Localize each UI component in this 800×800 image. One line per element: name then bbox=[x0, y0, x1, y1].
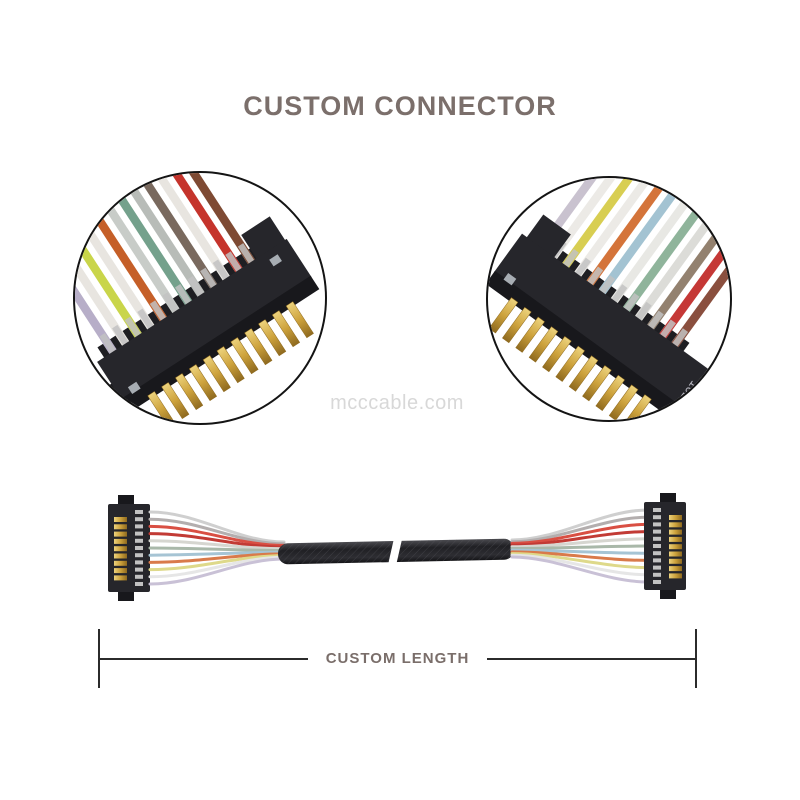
gold-pins bbox=[488, 297, 652, 420]
gold-pins bbox=[114, 517, 127, 581]
measure-label: CUSTOM LENGTH bbox=[325, 650, 470, 667]
page-title: CUSTOM CONNECTOR bbox=[243, 91, 557, 121]
connector-closeup-right-svg: 10B bbox=[488, 178, 730, 420]
screw-reflection bbox=[269, 254, 282, 267]
connector-rail bbox=[488, 270, 683, 420]
gold-pins bbox=[669, 515, 682, 579]
wire-crimps bbox=[135, 510, 143, 586]
measure-line-left bbox=[100, 657, 308, 660]
cable-photo bbox=[88, 478, 708, 608]
measure-left-tick bbox=[98, 629, 100, 688]
measure-right-tick bbox=[695, 629, 697, 688]
cable-svg bbox=[108, 493, 686, 601]
gold-pins bbox=[147, 301, 314, 423]
magnifier-circle-left bbox=[73, 171, 327, 425]
wire-ribbon bbox=[535, 178, 730, 351]
measure-line-right bbox=[487, 657, 695, 660]
wire-crimps bbox=[653, 508, 661, 584]
wire-ribbon bbox=[75, 173, 257, 356]
connector-body bbox=[493, 233, 710, 409]
cable-left-wire-fan bbox=[148, 510, 286, 586]
cable-right-connector bbox=[644, 493, 686, 599]
connector-closeup-left-svg bbox=[75, 173, 320, 423]
watermark-text: mcccable.com bbox=[330, 392, 464, 414]
length-dimension: CUSTOM LENGTH bbox=[98, 629, 697, 688]
cable-left-connector bbox=[108, 495, 150, 601]
braided-sleeve bbox=[278, 534, 514, 570]
sleeve-cut-gap bbox=[387, 534, 403, 570]
screw-reflection bbox=[503, 273, 517, 286]
cable-right-wire-fan bbox=[510, 508, 650, 584]
magnifier-circle-right: 10B bbox=[486, 176, 732, 422]
screw-reflection bbox=[127, 381, 141, 394]
connector-rail bbox=[121, 275, 320, 413]
connector-body bbox=[97, 238, 312, 401]
